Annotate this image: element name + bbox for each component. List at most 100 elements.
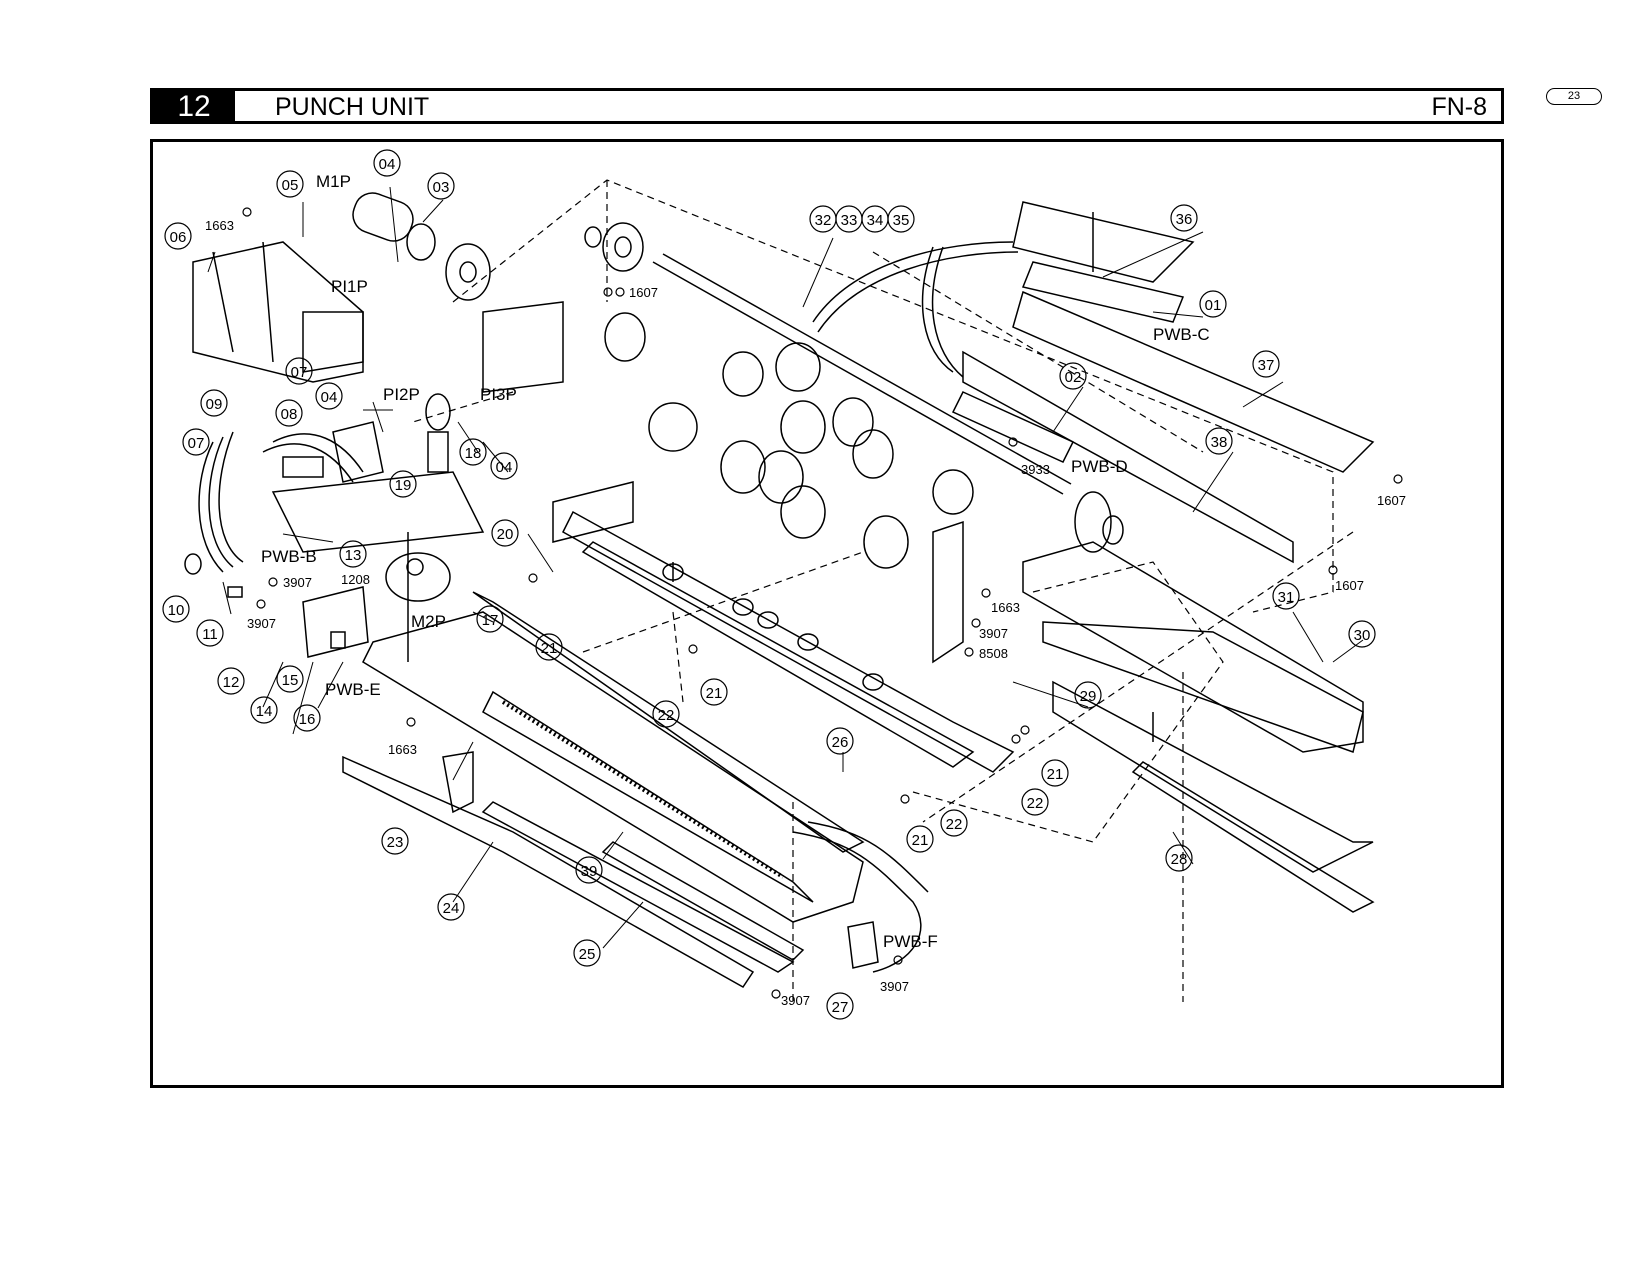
callout-23-text: 23	[387, 834, 404, 851]
callout-05-text: 05	[282, 177, 299, 194]
callout-20: 20	[491, 519, 519, 547]
callout-01-text: 01	[1205, 297, 1222, 314]
model-name: FN-8	[1431, 93, 1487, 121]
callout-21c: 21	[1041, 759, 1069, 787]
callout-29-text: 29	[1080, 688, 1097, 705]
callout-11: 11	[196, 619, 224, 647]
callout-16: 16	[293, 704, 321, 732]
code-1663-top: 1663	[205, 218, 234, 233]
callout-22c: 22	[940, 809, 968, 837]
punch-rollers	[648, 342, 974, 569]
callout-31: 31	[1272, 582, 1300, 610]
callout-26: 26	[826, 727, 854, 755]
callout-15: 15	[276, 665, 304, 693]
callout-21b-text: 21	[706, 685, 723, 702]
code-1607-right1: 1607	[1377, 493, 1406, 508]
callout-27: 27	[826, 992, 854, 1020]
pwb-b-bracket	[184, 393, 485, 658]
callout-21a: 21	[535, 633, 563, 661]
wire-harness-left	[198, 431, 364, 573]
callout-19: 19	[389, 470, 417, 498]
component-labels: M1P PI1P PI2P PI3P M2P PWB-B PWB-C PWB-D…	[261, 172, 1210, 951]
callout-09-text: 09	[206, 396, 223, 413]
callout-21c-text: 21	[1047, 766, 1064, 783]
callout-02: 02	[1059, 362, 1087, 390]
code-3907-bottom: 3907	[781, 993, 810, 1008]
callout-33-text: 33	[841, 212, 858, 229]
callout-33: 33	[835, 205, 863, 233]
callout-15-text: 15	[282, 672, 299, 689]
callout-22c-text: 22	[946, 816, 963, 833]
callout-01: 01	[1199, 290, 1227, 318]
code-3933: 3933	[1021, 462, 1050, 477]
callout-19-text: 19	[395, 477, 412, 494]
callout-04a: 04	[373, 149, 401, 177]
callout-13: 13	[339, 540, 367, 568]
punch-frame-rails	[552, 481, 1015, 773]
label-pi2p: PI2P	[383, 385, 420, 404]
label-pwb-e: PWB-E	[325, 680, 381, 699]
callout-22a: 22	[652, 700, 680, 728]
paper-guides	[342, 751, 805, 988]
callout-24: 24	[437, 893, 465, 921]
callout-12: 12	[217, 667, 245, 695]
callout-30-text: 30	[1354, 627, 1371, 644]
code-1208: 1208	[341, 572, 370, 587]
callout-29: 29	[1074, 681, 1102, 709]
code-3907-pwbf: 3907	[880, 979, 909, 994]
left-frame-bracket	[192, 241, 364, 383]
center-cable	[792, 520, 964, 973]
code-8508: 8508	[979, 646, 1008, 661]
page-number: 23	[1546, 88, 1602, 105]
callout-11-text: 11	[202, 626, 218, 643]
callout-10: 10	[162, 595, 190, 623]
label-pi3p: PI3P	[480, 385, 517, 404]
punch-die	[362, 591, 865, 923]
drive-motor-assembly	[352, 192, 646, 393]
callout-22b-text: 22	[1027, 795, 1044, 812]
label-pwb-d: PWB-D	[1071, 457, 1128, 476]
code-3907-b2: 3907	[247, 616, 276, 631]
callout-28: 28	[1165, 844, 1193, 872]
callout-markers: 01 02 03 04 04 04 05 06 07 07 08 09 10 1…	[162, 149, 1376, 1020]
label-pwb-b: PWB-B	[261, 547, 317, 566]
section-title: PUNCH UNIT	[275, 93, 430, 121]
callout-21b: 21	[700, 678, 728, 706]
section-header: 12 PUNCH UNIT FN-8	[150, 88, 1504, 124]
callout-22d: 22	[935, 747, 961, 773]
label-m2p: M2P	[411, 612, 446, 631]
callout-07b: 07	[182, 428, 210, 456]
callout-02-text: 02	[1065, 369, 1082, 386]
callout-34: 34	[861, 205, 889, 233]
right-cover	[1022, 541, 1375, 913]
callout-39-text: 39	[581, 863, 598, 880]
callout-20-text: 20	[497, 526, 514, 543]
callout-04c-text: 04	[496, 459, 513, 476]
assembly-guide-lines	[412, 179, 1504, 1002]
callout-32: 32	[809, 205, 837, 233]
label-m1p: M1P	[316, 172, 351, 191]
label-pwb-c: PWB-C	[1153, 325, 1210, 344]
code-3907-mid: 3907	[979, 626, 1008, 641]
diagram-frame: M1P PI1P PI2P PI3P M2P PWB-B PWB-C PWB-D…	[150, 139, 1504, 1088]
callout-26-text: 26	[832, 734, 849, 751]
code-1663-bottom: 1663	[388, 742, 417, 757]
callout-22a-text: 22	[658, 707, 675, 724]
code-1607-right2: 1607	[1335, 578, 1364, 593]
pwb-f-board	[847, 921, 879, 969]
callout-07a-text: 07	[291, 364, 308, 381]
callout-23: 23	[381, 827, 409, 855]
callout-24-text: 24	[443, 900, 460, 917]
callout-21d: 21	[906, 825, 934, 853]
callout-09: 09	[200, 389, 228, 417]
callout-21d-text: 21	[912, 832, 929, 849]
callout-17: 17	[476, 605, 504, 633]
callout-04c: 04	[490, 452, 518, 480]
code-3907-b1: 3907	[283, 575, 312, 590]
leader-lines	[207, 186, 1364, 949]
callout-04b: 04	[315, 382, 343, 410]
callout-14-text: 14	[256, 703, 273, 720]
code-1663-mid: 1663	[991, 600, 1020, 615]
callout-18-text: 18	[465, 445, 482, 462]
callout-08-text: 08	[281, 406, 298, 423]
